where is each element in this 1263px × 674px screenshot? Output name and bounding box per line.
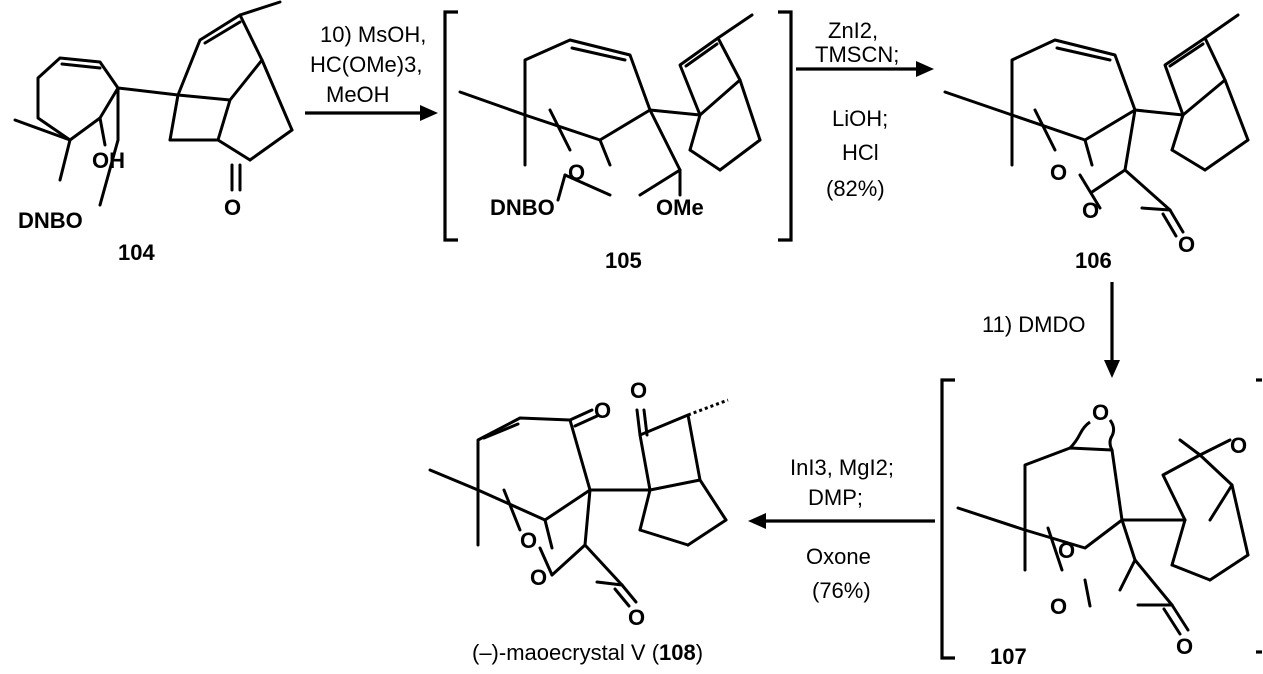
- ketone-o-label-104: O: [224, 195, 241, 220]
- ome-label-105: OMe: [656, 195, 704, 220]
- ring-o-label-105: O: [568, 160, 585, 185]
- bracket-left-105: [443, 10, 458, 242]
- compound-106-structure: [943, 13, 1250, 238]
- lactone-o-label-107: O: [1050, 594, 1067, 619]
- epoxide-wavy-2: [1108, 419, 1116, 451]
- arrowhead-3: [1104, 360, 1120, 378]
- carbonyl-o-label-108: O: [628, 605, 645, 630]
- compound-104-label: 104: [118, 240, 155, 265]
- compound-105-structure: [458, 13, 762, 202]
- step-final-line3: Oxone: [806, 544, 871, 569]
- enone-o-label-108: O: [594, 398, 611, 423]
- ring-o-label-108: O: [520, 528, 537, 553]
- dnbo-label-105: DNBO: [490, 195, 555, 220]
- bracket-left-107: [940, 378, 955, 660]
- step11-label: 11) DMDO: [982, 312, 1086, 337]
- step-lactone-yield: (82%): [826, 176, 885, 201]
- step-lactone-line1: ZnI2,: [828, 18, 878, 43]
- step10-line3: MeOH: [326, 82, 390, 107]
- compound-106-label: 106: [1075, 248, 1112, 273]
- step-final-yield: (76%): [812, 578, 871, 603]
- step-lactone-line4: HCl: [842, 140, 879, 165]
- compound-108-number: 108: [659, 640, 696, 665]
- arrowhead-2: [916, 61, 934, 77]
- arrowhead-1: [420, 105, 438, 121]
- compound-104-structure: [13, 0, 294, 207]
- compound-107-structure: [956, 419, 1250, 636]
- compound-107-label: 107: [990, 644, 1027, 669]
- ketone-o-label-107: O: [1230, 433, 1247, 458]
- ketone-o-label-108: O: [630, 378, 647, 403]
- epoxide-wavy-1: [1068, 420, 1091, 450]
- lactone-o-label-108: O: [530, 565, 547, 590]
- compound-108-structure: [428, 398, 729, 608]
- step-final-line2: DMP;: [808, 485, 863, 510]
- step-lactone-line3: LiOH;: [832, 106, 888, 131]
- step-final-line1: InI3, MgI2;: [790, 455, 894, 480]
- arrowhead-4: [748, 513, 766, 529]
- oh-label: OH: [92, 148, 125, 173]
- carbonyl-o-label-106: O: [1178, 232, 1195, 257]
- bracket-right-105: [778, 10, 793, 242]
- compound-108-label: (–)-maoecrystal V (108): [472, 640, 703, 665]
- carbonyl-o-label-107: O: [1176, 634, 1193, 659]
- step10-line2: HC(OMe)3,: [310, 52, 422, 77]
- compound-108-prefix: (–)-maoecrystal V (: [472, 640, 660, 665]
- compound-105-label: 105: [605, 248, 642, 273]
- step10-line1: 10) MsOH,: [320, 22, 426, 47]
- ring-o-label-106: O: [1050, 160, 1067, 185]
- lactone-o-label-106: O: [1082, 198, 1099, 223]
- step-lactone-line2: TMSCN;: [815, 42, 899, 67]
- ring-o-label-107: O: [1058, 538, 1075, 563]
- compound-108-suffix: ): [696, 640, 703, 665]
- epoxide-o-label-107: O: [1092, 400, 1109, 425]
- dnbo-label-104: DNBO: [18, 208, 83, 233]
